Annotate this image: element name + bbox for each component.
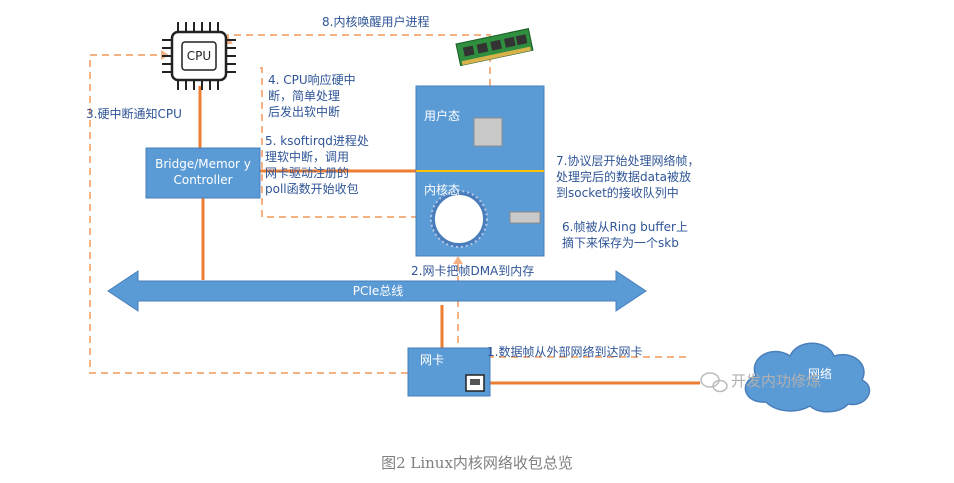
bridge-controller-box <box>145 147 261 199</box>
ring-buffer <box>431 191 487 247</box>
user-space-label: 用户态 <box>424 109 461 123</box>
memory-module-icon <box>455 28 534 67</box>
ethernet-port-icon <box>465 374 485 392</box>
kernel-space-label: 内核态 <box>424 183 461 197</box>
step2-arrowhead <box>453 256 463 264</box>
nic-label: 网卡 <box>420 353 445 367</box>
wechat-icon <box>700 372 728 393</box>
figure-caption: 图2 Linux内核网络收包总览 <box>381 454 573 472</box>
skb-box <box>509 211 541 224</box>
socket-queue-box <box>473 117 503 147</box>
dashed-flow-paths <box>89 34 686 374</box>
step7-label: 7.协议层开始处理网络帧， 处理完后的数据data被放 到socket的接收队列… <box>556 154 700 200</box>
step6-label: 6.帧被从Ring buffer上 摘下来保存为一个skb <box>562 220 688 250</box>
bridge-label: Bridge/Memor y Controller <box>155 157 251 187</box>
step5-label: 5. ksoftirqd进程处 理软中断，调用 网卡驱动注册的 poll函数开始… <box>265 134 369 196</box>
cloud-label: 网络 <box>807 367 832 381</box>
ring-buffer-dots <box>430 190 488 248</box>
pcie-bus <box>107 270 647 312</box>
cpu-label: CPU <box>186 49 212 63</box>
pcie-label: PCIe总线 <box>352 284 404 298</box>
step3-label: 3.硬中断通知CPU <box>86 107 182 121</box>
step3-path <box>89 54 408 374</box>
cloud-icon <box>744 342 871 413</box>
step8-label: 8.内核唤醒用户进程 <box>322 15 430 29</box>
step4-label: 4. CPU响应硬中 断，简单处理 后发出软中断 <box>268 73 356 119</box>
step2-label: 2.网卡把帧DMA到内存 <box>411 264 535 278</box>
step4-5-path <box>260 67 416 218</box>
step1-label: 1.数据帧从外部网络到达网卡 <box>487 345 643 359</box>
watermark-label: 开发内功修炼 <box>731 372 822 390</box>
cpu-chip-icon <box>162 22 236 90</box>
